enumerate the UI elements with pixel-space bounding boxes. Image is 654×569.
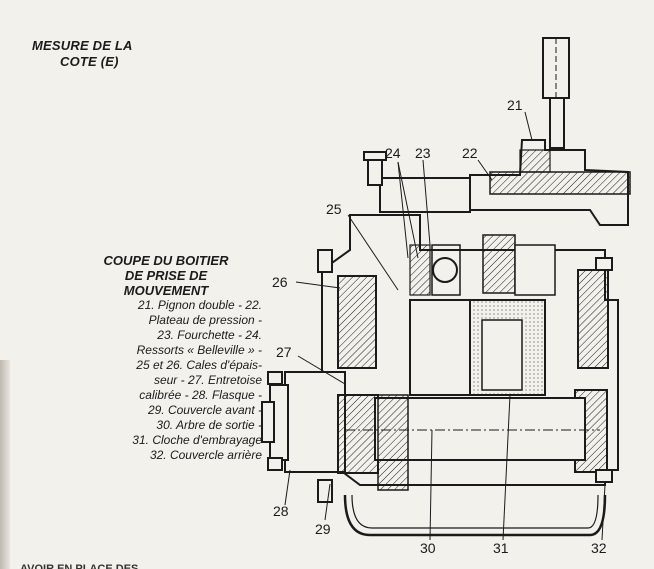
callout-30: 30 <box>420 540 436 556</box>
caption-title: COUPE DU BOITIER DE PRISE DE MOUVEMENT <box>62 253 262 298</box>
callout-26: 26 <box>272 274 288 290</box>
callout-25: 25 <box>326 201 342 217</box>
callout-27: 27 <box>276 344 292 360</box>
callout-22: 22 <box>462 145 478 161</box>
legend-line: Ressorts « Belleville » - <box>136 343 262 357</box>
legend-line: 23. Fourchette - 24. <box>157 328 262 342</box>
leader-lines <box>284 111 606 541</box>
legend-line: seur - 27. Entretoise <box>153 373 262 387</box>
legend-line: 21. Pignon double - 22. <box>137 298 262 312</box>
caption-title-line: MOUVEMENT <box>123 283 209 298</box>
callout-28: 28 <box>273 503 289 519</box>
figure-caption: COUPE DU BOITIER DE PRISE DE MOUVEMENT 2… <box>62 253 262 463</box>
legend-line: Plateau de pression - <box>148 313 262 327</box>
callout-24: 24 <box>385 145 401 161</box>
housing-outline <box>261 37 631 537</box>
heading-line-1: MESURE DE LA <box>32 38 133 53</box>
legend-line: 32. Couvercle arrière <box>149 448 262 462</box>
cut-off-text: AVOIR EN PLACE DES <box>20 563 139 569</box>
section-heading: MESURE DE LA COTE (E) <box>32 38 172 70</box>
callout-31: 31 <box>493 540 509 556</box>
legend-line: 25 et 26. Cales d'épais- <box>136 358 262 372</box>
heading-line-2: COTE (E) <box>60 54 119 69</box>
callout-21: 21 <box>507 97 523 113</box>
part-callouts: 21 22 23 24 25 26 27 28 29 30 31 32 <box>272 97 607 556</box>
page-binding-shadow <box>0 360 10 569</box>
callout-32: 32 <box>591 540 607 556</box>
legend-line: calibrée - 28. Flasque - <box>139 388 262 402</box>
caption-title-line: COUPE DU BOITIER <box>103 253 229 268</box>
legend-line: 30. Arbre de sortie - <box>156 418 262 432</box>
caption-title-line: DE PRISE DE <box>124 268 208 283</box>
callout-29: 29 <box>315 521 331 537</box>
legend-line: 29. Couvercle avant - <box>147 403 262 417</box>
callout-23: 23 <box>415 145 431 161</box>
legend-line: 31. Cloche d'embrayage <box>132 433 262 447</box>
caption-legend: 21. Pignon double - 22. Plateau de press… <box>62 298 262 463</box>
